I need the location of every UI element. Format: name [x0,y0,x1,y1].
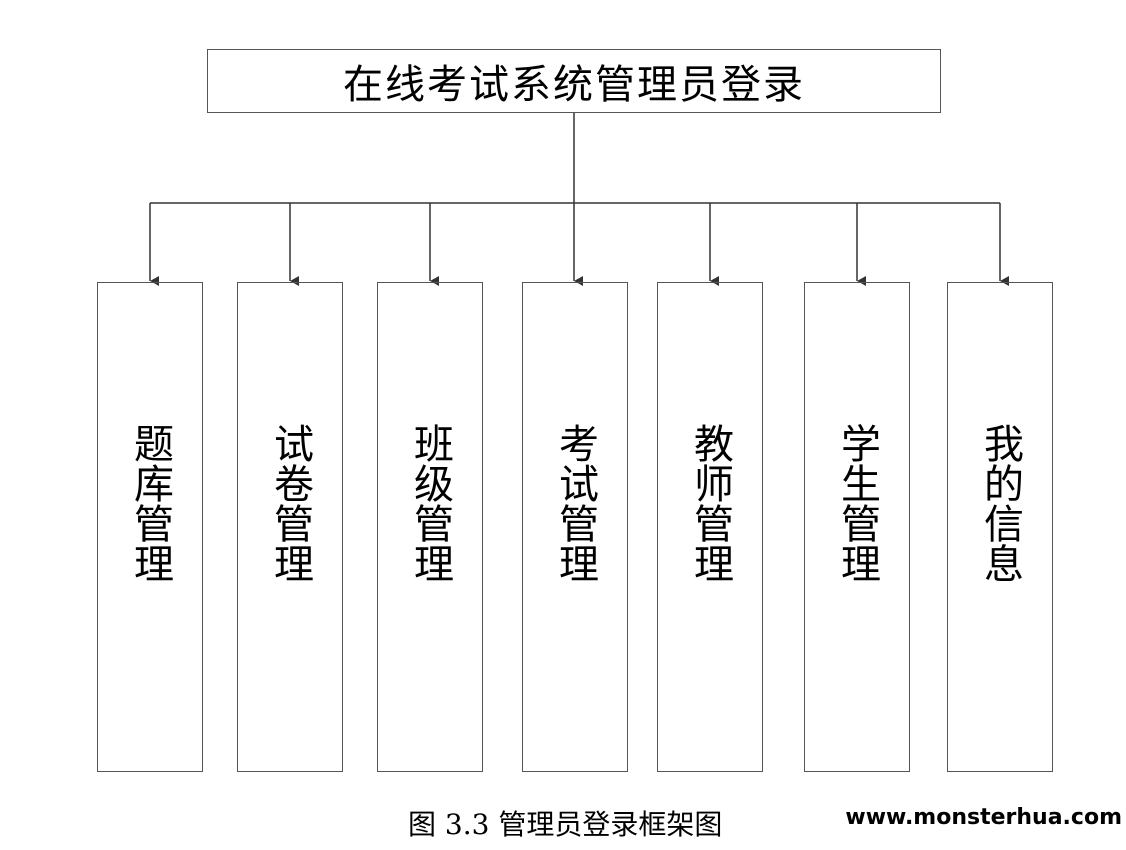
module-label: 班级管理 [407,423,453,583]
figure-caption: 图 3.3 管理员登录框架图 [408,808,723,841]
module-label: 试卷管理 [267,423,313,583]
module-exam-paper: 试卷管理 [237,282,343,772]
root-node-label: 在线考试系统管理员登录 [343,62,805,108]
module-label: 题库管理 [127,423,173,583]
module-label: 考试管理 [552,423,598,583]
watermark: www.monsterhua.com [845,805,1122,830]
module-label: 教师管理 [687,423,733,583]
module-label: 学生管理 [834,423,880,583]
module-teacher: 教师管理 [657,282,763,772]
module-student: 学生管理 [804,282,910,772]
module-question-bank: 题库管理 [97,282,203,772]
root-node: 在线考试系统管理员登录 [207,49,941,113]
module-exam: 考试管理 [522,282,628,772]
module-class: 班级管理 [377,282,483,772]
module-my-info: 我的信息 [947,282,1053,772]
module-label: 我的信息 [977,423,1023,583]
